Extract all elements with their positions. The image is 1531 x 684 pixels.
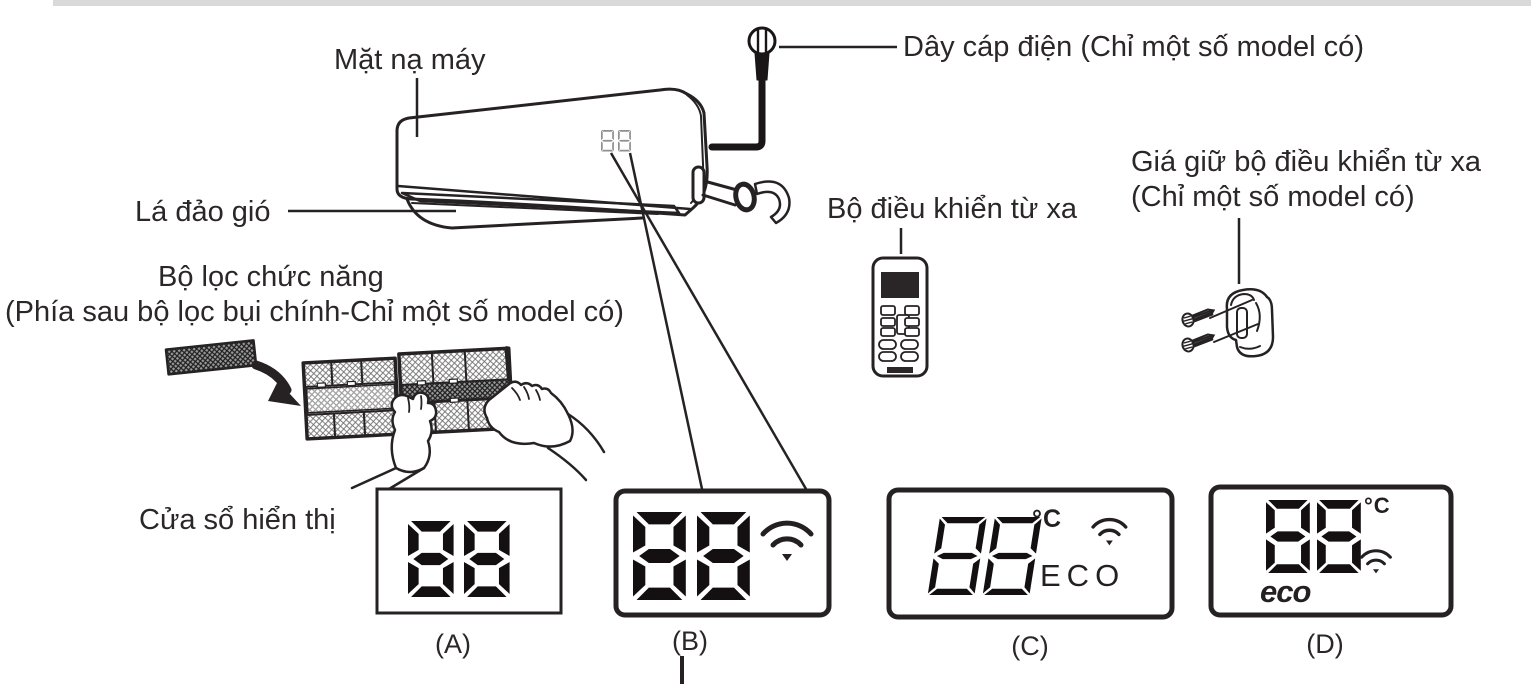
display-window-c [886, 487, 1175, 620]
leader-display-b-2 [609, 152, 808, 490]
remote-holder-drawing [1180, 288, 1275, 358]
pipe-port [691, 165, 706, 205]
label-remote: Bộ điều khiển từ xa [827, 193, 1077, 225]
label-display-window: Cửa sổ hiển thị [139, 504, 336, 536]
display-d-caption: (D) [1306, 629, 1344, 659]
ac-indoor-unit-drawing [395, 87, 791, 230]
display-c-caption: (C) [1011, 631, 1049, 661]
plug-icon [747, 26, 777, 56]
display-d-unit: °C [1364, 493, 1391, 518]
display-c-eco-text: ECO [1040, 558, 1126, 593]
label-louver: Lá đảo gió [135, 196, 271, 228]
drain-pipe-drawing [701, 179, 791, 225]
remote-screen [881, 272, 919, 298]
display-b-caption: (B) [672, 626, 708, 656]
label-front-panel: Mặt nạ máy [334, 44, 486, 76]
pipe-end-arrow [753, 180, 791, 225]
power-cable-drawing [708, 26, 777, 151]
display-window-b [613, 488, 832, 618]
leader-display-b-1 [628, 152, 704, 490]
filter-illustration [164, 339, 606, 494]
display-d-eco-logo: eco [1260, 574, 1311, 609]
label-power-cable: Dây cáp điện (Chỉ một số model có) [903, 31, 1364, 63]
display-a-caption: (A) [435, 629, 471, 659]
label-remote-holder-line2: (Chỉ một số model có) [1131, 181, 1415, 213]
label-remote-holder-line1: Giá giữ bộ điều khiển từ xa [1131, 146, 1481, 178]
hand-illustration-left [350, 391, 438, 494]
screw-icon [1180, 330, 1219, 354]
page-top-rule [53, 0, 1531, 6]
display-window-d [1208, 484, 1454, 618]
remote-control-drawing [871, 256, 929, 378]
label-filter-line2: (Phía sau bộ lọc bụi chính-Chỉ một số mo… [5, 296, 624, 328]
display-window-a [375, 487, 563, 615]
hand-illustration-right [483, 380, 606, 482]
insert-arrow-icon [251, 360, 301, 406]
louver-drawing [400, 191, 681, 230]
leader-lines [288, 45, 1241, 684]
filter-strip-piece [164, 339, 258, 376]
display-c-unit: °C [1032, 505, 1063, 533]
remote-buttons [878, 305, 920, 362]
label-filter-line1: Bộ lọc chức năng [158, 261, 384, 293]
